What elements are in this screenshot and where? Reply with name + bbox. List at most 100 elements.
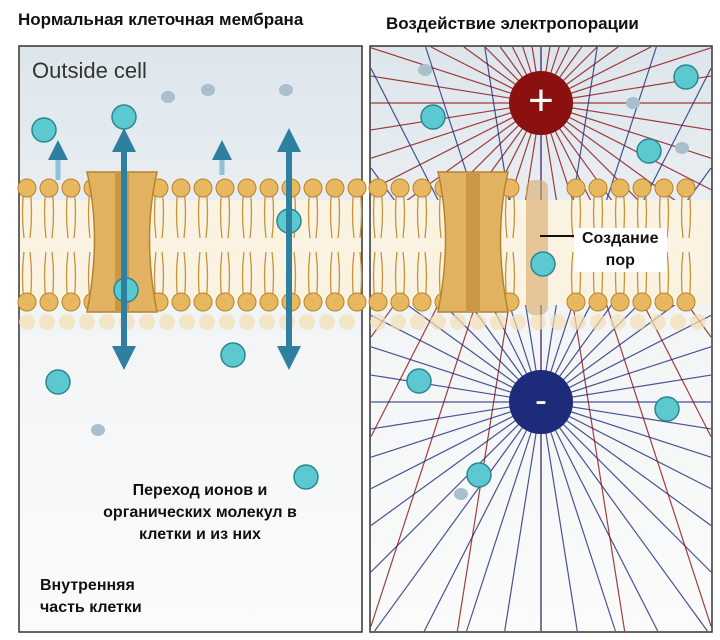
inside-line: часть клетки <box>40 599 142 616</box>
lipid-head <box>39 292 59 312</box>
negative-field-line <box>540 401 708 632</box>
lipid-head <box>171 178 191 198</box>
lipid-head-back <box>19 314 35 330</box>
lipid-head-back <box>259 314 275 330</box>
negative-field-line <box>504 401 542 632</box>
lipid-head-back <box>430 314 446 330</box>
lipid-head <box>237 178 257 198</box>
channel-pore <box>466 172 480 312</box>
ion <box>406 368 432 394</box>
negative-field-line <box>540 401 712 526</box>
pore-line: пор <box>605 252 635 269</box>
molecule <box>91 424 105 436</box>
lipid-head-back <box>510 314 526 330</box>
lipid-head <box>412 292 432 312</box>
lipid-head-back <box>319 314 335 330</box>
lipid-head-back <box>570 314 586 330</box>
molecule <box>675 142 689 154</box>
lipid-head-back <box>199 314 215 330</box>
lipid-head-back <box>79 314 95 330</box>
negative-field-line <box>370 401 542 526</box>
inside-cell-label: Внутренняя часть клетки <box>40 575 142 619</box>
lipid-head <box>347 178 367 198</box>
membrane-pore <box>526 180 548 315</box>
lipid-head-back <box>450 314 466 330</box>
lipid-head <box>215 178 235 198</box>
lipid-head <box>654 292 674 312</box>
lipid-head-back <box>550 314 566 330</box>
lipid-head-back <box>299 314 315 330</box>
lipid-head <box>259 292 279 312</box>
lipid-head <box>193 292 213 312</box>
lipid-head-back <box>99 314 115 330</box>
ion <box>466 462 492 488</box>
molecule <box>626 97 640 109</box>
lipid-head <box>347 292 367 312</box>
lipid-head-back <box>530 314 546 330</box>
ion <box>530 251 556 277</box>
lipid-head-back <box>490 314 506 330</box>
lipid-head-back <box>390 314 406 330</box>
lipid-head <box>566 178 586 198</box>
lipid-head-back <box>39 314 55 330</box>
membrane-core <box>20 200 361 305</box>
lipid-head-back <box>370 314 386 330</box>
molecule <box>418 64 432 76</box>
negative-field-line <box>370 401 542 573</box>
ion <box>220 342 246 368</box>
ion <box>673 64 699 90</box>
positive-field-line <box>540 102 626 632</box>
lipid-head <box>676 178 696 198</box>
ion <box>45 369 71 395</box>
inside-line: Внутренняя <box>40 577 135 594</box>
lipid-head-back <box>690 314 706 330</box>
transport-line: Переход ионов и <box>132 482 268 499</box>
lipid-head-back <box>590 314 606 330</box>
negative-field-line <box>466 401 542 632</box>
lipid-head <box>303 292 323 312</box>
lipid-head <box>676 292 696 312</box>
ion <box>31 117 57 143</box>
lipid-head-back <box>630 314 646 330</box>
lipid-head-back <box>410 314 426 330</box>
lipid-head <box>193 178 213 198</box>
lipid-head <box>259 178 279 198</box>
lipid-head <box>17 178 37 198</box>
lipid-head <box>61 178 81 198</box>
negative-field-line <box>540 401 712 573</box>
lipid-head-back <box>139 314 155 330</box>
lipid-head-back <box>219 314 235 330</box>
ion <box>654 396 680 422</box>
lipid-head <box>610 292 630 312</box>
ion <box>420 104 446 130</box>
lipid-head-back <box>339 314 355 330</box>
lipid-head <box>610 178 630 198</box>
negative-field-line <box>374 401 542 632</box>
lipid-head-back <box>670 314 686 330</box>
negative-field-line <box>540 401 616 632</box>
lipid-head <box>303 178 323 198</box>
transport-line: органических молекул в <box>103 504 297 521</box>
lipid-head <box>368 292 388 312</box>
lipid-head <box>237 292 257 312</box>
lipid-head-back <box>470 314 486 330</box>
transport-label: Переход ионов и органических молекул в к… <box>60 480 340 546</box>
lipid-head-back <box>59 314 75 330</box>
lipid-head <box>632 178 652 198</box>
ion <box>293 464 319 490</box>
left-panel <box>18 45 363 633</box>
negative-electrode: - <box>509 370 573 434</box>
molecule <box>201 84 215 96</box>
lipid-head <box>39 178 59 198</box>
lipid-head <box>632 292 652 312</box>
transport-line: клетки и из них <box>139 526 261 543</box>
lipid-head <box>566 292 586 312</box>
lipid-head <box>325 292 345 312</box>
molecule <box>454 488 468 500</box>
lipid-head <box>390 178 410 198</box>
lipid-head <box>215 292 235 312</box>
lipid-head <box>61 292 81 312</box>
negative-field-line <box>423 401 542 632</box>
lipid-head-back <box>650 314 666 330</box>
